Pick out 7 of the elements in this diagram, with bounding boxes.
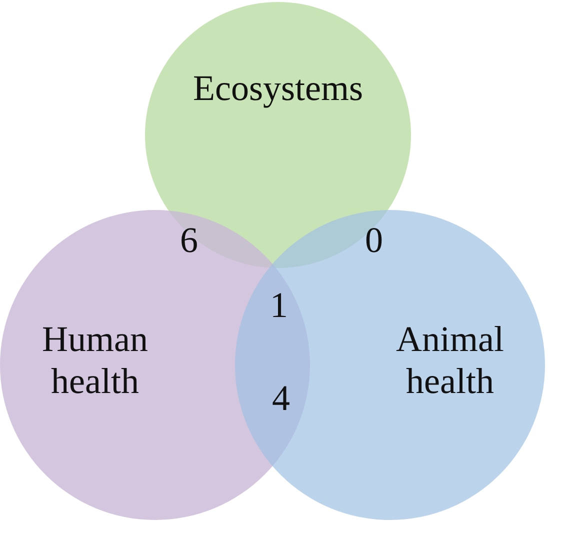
circle-label: Ecosystems bbox=[192, 67, 364, 109]
circle-label: Animal health bbox=[395, 318, 505, 402]
region-count: 1 bbox=[270, 285, 288, 325]
region-count: 0 bbox=[365, 220, 383, 260]
circle-label: Human health bbox=[41, 318, 149, 402]
region-count: 4 bbox=[272, 378, 290, 418]
region-count: 6 bbox=[180, 220, 198, 260]
